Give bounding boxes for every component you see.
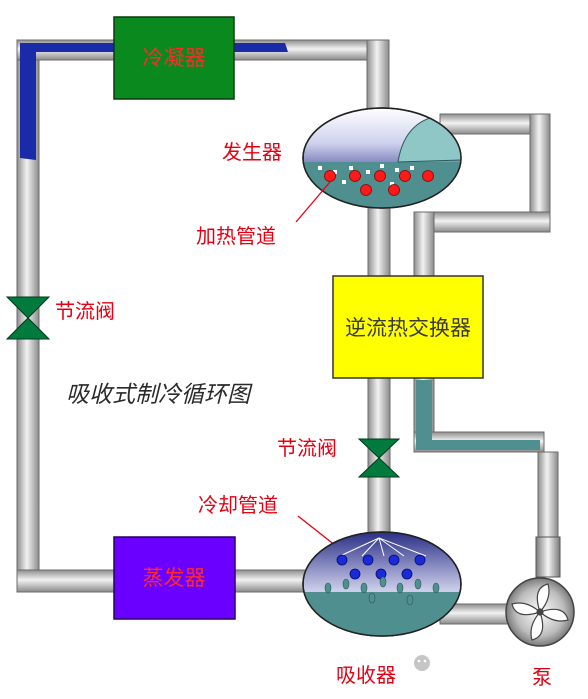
throttle-left-label: 节流阀 xyxy=(55,299,115,323)
heating-pipe-dots xyxy=(324,170,434,196)
pump-impeller-icon xyxy=(511,583,569,641)
watermark-text: 微信号: nhvaca xyxy=(434,654,543,672)
cooling-pipe-pointer xyxy=(297,515,337,547)
condenser-label: 冷凝器 xyxy=(143,46,206,70)
throttle-right-label: 节流阀 xyxy=(277,436,337,460)
heat-exchanger-label: 逆流热交换器 xyxy=(345,316,471,340)
heating-pipe-pointer xyxy=(295,181,331,223)
absorber-vessel xyxy=(302,531,462,637)
heat-exchanger: 逆流热交换器 xyxy=(332,275,484,379)
heating-pipe-label: 加热管道 xyxy=(196,224,276,248)
condenser: 冷凝器 xyxy=(113,16,235,100)
generator-bubbles xyxy=(318,164,414,186)
cooling-spray-lines xyxy=(339,537,427,557)
pump-label: 泵 xyxy=(532,665,552,689)
cooling-pipe-label: 冷却管道 xyxy=(198,493,278,517)
absorber-droplets xyxy=(324,576,440,606)
evaporator: 蒸发器 xyxy=(113,536,236,620)
generator-label: 发生器 xyxy=(222,140,282,164)
absorber-label: 吸收器 xyxy=(336,663,396,687)
pump xyxy=(505,536,575,647)
watermark: 微信号: nhvaca xyxy=(414,654,543,672)
diagram-title: 吸收式制冷循环图 xyxy=(66,382,253,408)
throttle-valve-left xyxy=(5,296,51,340)
solution-in-return-pipe xyxy=(416,380,540,450)
cooling-pipe-dots xyxy=(336,554,426,580)
evaporator-label: 蒸发器 xyxy=(143,566,206,590)
throttle-valve-right xyxy=(357,438,401,478)
